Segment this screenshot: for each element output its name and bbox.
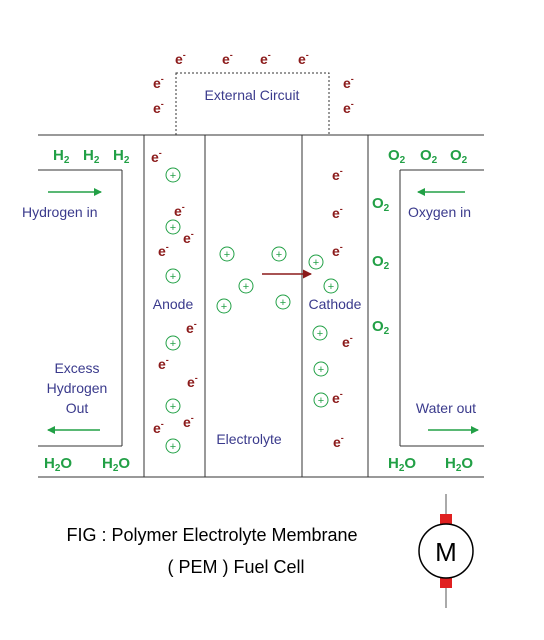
electron-symbol: e- bbox=[175, 50, 186, 67]
proton-circle bbox=[313, 392, 329, 408]
proton-circle bbox=[312, 325, 328, 341]
proton-symbol: + bbox=[318, 364, 324, 376]
electron-symbol: e- bbox=[151, 148, 162, 165]
proton-circle bbox=[271, 246, 287, 262]
proton-circle bbox=[165, 398, 181, 414]
electron-symbol: e- bbox=[153, 74, 164, 91]
proton-symbol: + bbox=[170, 222, 176, 234]
cell-outline bbox=[38, 134, 484, 478]
proton-circle bbox=[275, 294, 291, 310]
proton-symbol: + bbox=[328, 281, 334, 293]
proton-symbol: + bbox=[313, 257, 319, 269]
figure-caption-line2: ( PEM ) Fuel Cell bbox=[167, 557, 304, 577]
excess-hydrogen-label-line2: Hydrogen bbox=[47, 380, 108, 396]
figure-caption-line1: FIG : Polymer Electrolyte Membrane bbox=[66, 525, 357, 545]
water-molecule: H2O bbox=[102, 455, 130, 474]
electron-symbol: e- bbox=[158, 355, 169, 372]
proton-symbol: + bbox=[170, 441, 176, 453]
electron-symbol: e- bbox=[186, 319, 197, 336]
water-molecule: H2O bbox=[44, 455, 72, 474]
electron-symbol: e- bbox=[153, 99, 164, 116]
proton-symbol: + bbox=[276, 249, 282, 261]
excess-hydrogen-label-line1: Excess bbox=[54, 360, 99, 376]
proton-circle bbox=[165, 219, 181, 235]
electron-symbol: e- bbox=[187, 373, 198, 390]
oxygen-molecule: O2 bbox=[420, 147, 438, 166]
proton-circle bbox=[238, 278, 254, 294]
electron-symbol: e- bbox=[153, 419, 164, 436]
proton-circle bbox=[308, 254, 324, 270]
oxygen-in-label: Oxygen in bbox=[408, 204, 471, 220]
external-circuit-box bbox=[175, 72, 330, 136]
oxygen-molecule: O2 bbox=[372, 195, 390, 214]
water-molecule: H2O bbox=[388, 455, 416, 474]
cathode-label: Cathode bbox=[309, 296, 362, 312]
water-molecule: H2O bbox=[445, 455, 473, 474]
motor-top-terminal bbox=[440, 514, 452, 524]
electron-symbol: e- bbox=[332, 204, 343, 221]
motor-label: M bbox=[435, 537, 457, 567]
oxygen-molecule: O2 bbox=[372, 318, 390, 337]
proton-symbol: + bbox=[170, 271, 176, 283]
oxygen-molecule: O2 bbox=[388, 147, 406, 166]
electron-symbol: e- bbox=[332, 389, 343, 406]
anode-label: Anode bbox=[153, 296, 194, 312]
proton-symbol: + bbox=[170, 401, 176, 413]
electron-symbol: e- bbox=[222, 50, 233, 67]
electron-symbol: e- bbox=[343, 74, 354, 91]
proton-symbol: + bbox=[243, 281, 249, 293]
proton-symbol: + bbox=[170, 170, 176, 182]
motor-circle bbox=[418, 523, 474, 579]
water-out-label: Water out bbox=[416, 400, 476, 416]
proton-symbol: + bbox=[221, 301, 227, 313]
external-circuit-label: External Circuit bbox=[205, 87, 300, 103]
electrolyte-label: Electrolyte bbox=[216, 431, 282, 447]
proton-circle bbox=[165, 268, 181, 284]
hydrogen-molecule: H2 bbox=[83, 147, 100, 166]
proton-circle bbox=[165, 438, 181, 454]
hydrogen-in-label: Hydrogen in bbox=[22, 204, 98, 220]
proton-symbol: + bbox=[170, 338, 176, 350]
proton-symbol: + bbox=[224, 249, 230, 261]
electron-symbol: e- bbox=[174, 202, 185, 219]
electron-symbol: e- bbox=[342, 333, 353, 350]
hydrogen-molecule: H2 bbox=[53, 147, 70, 166]
oxygen-molecule: O2 bbox=[372, 253, 390, 272]
electron-symbol: e- bbox=[332, 166, 343, 183]
proton-circle bbox=[219, 246, 235, 262]
electron-symbol: e- bbox=[333, 433, 344, 450]
electron-symbol: e- bbox=[332, 242, 343, 259]
electron-symbol: e- bbox=[343, 99, 354, 116]
electron-symbol: e- bbox=[183, 229, 194, 246]
proton-circle bbox=[165, 335, 181, 351]
hydrogen-molecule: H2 bbox=[113, 147, 130, 166]
electron-symbol: e- bbox=[298, 50, 309, 67]
motor-icon: M bbox=[418, 494, 474, 608]
excess-hydrogen-label-line3: Out bbox=[66, 400, 89, 416]
electron-symbol: e- bbox=[158, 242, 169, 259]
electron-symbol: e- bbox=[183, 413, 194, 430]
proton-symbol: + bbox=[318, 395, 324, 407]
electron-symbol: e- bbox=[260, 50, 271, 67]
proton-circle bbox=[216, 298, 232, 314]
proton-circle bbox=[165, 167, 181, 183]
motor-bottom-terminal bbox=[440, 578, 452, 588]
proton-circle bbox=[313, 361, 329, 377]
proton-symbol: + bbox=[317, 328, 323, 340]
proton-circle bbox=[323, 278, 339, 294]
proton-symbol: + bbox=[280, 297, 286, 309]
oxygen-molecule: O2 bbox=[450, 147, 468, 166]
